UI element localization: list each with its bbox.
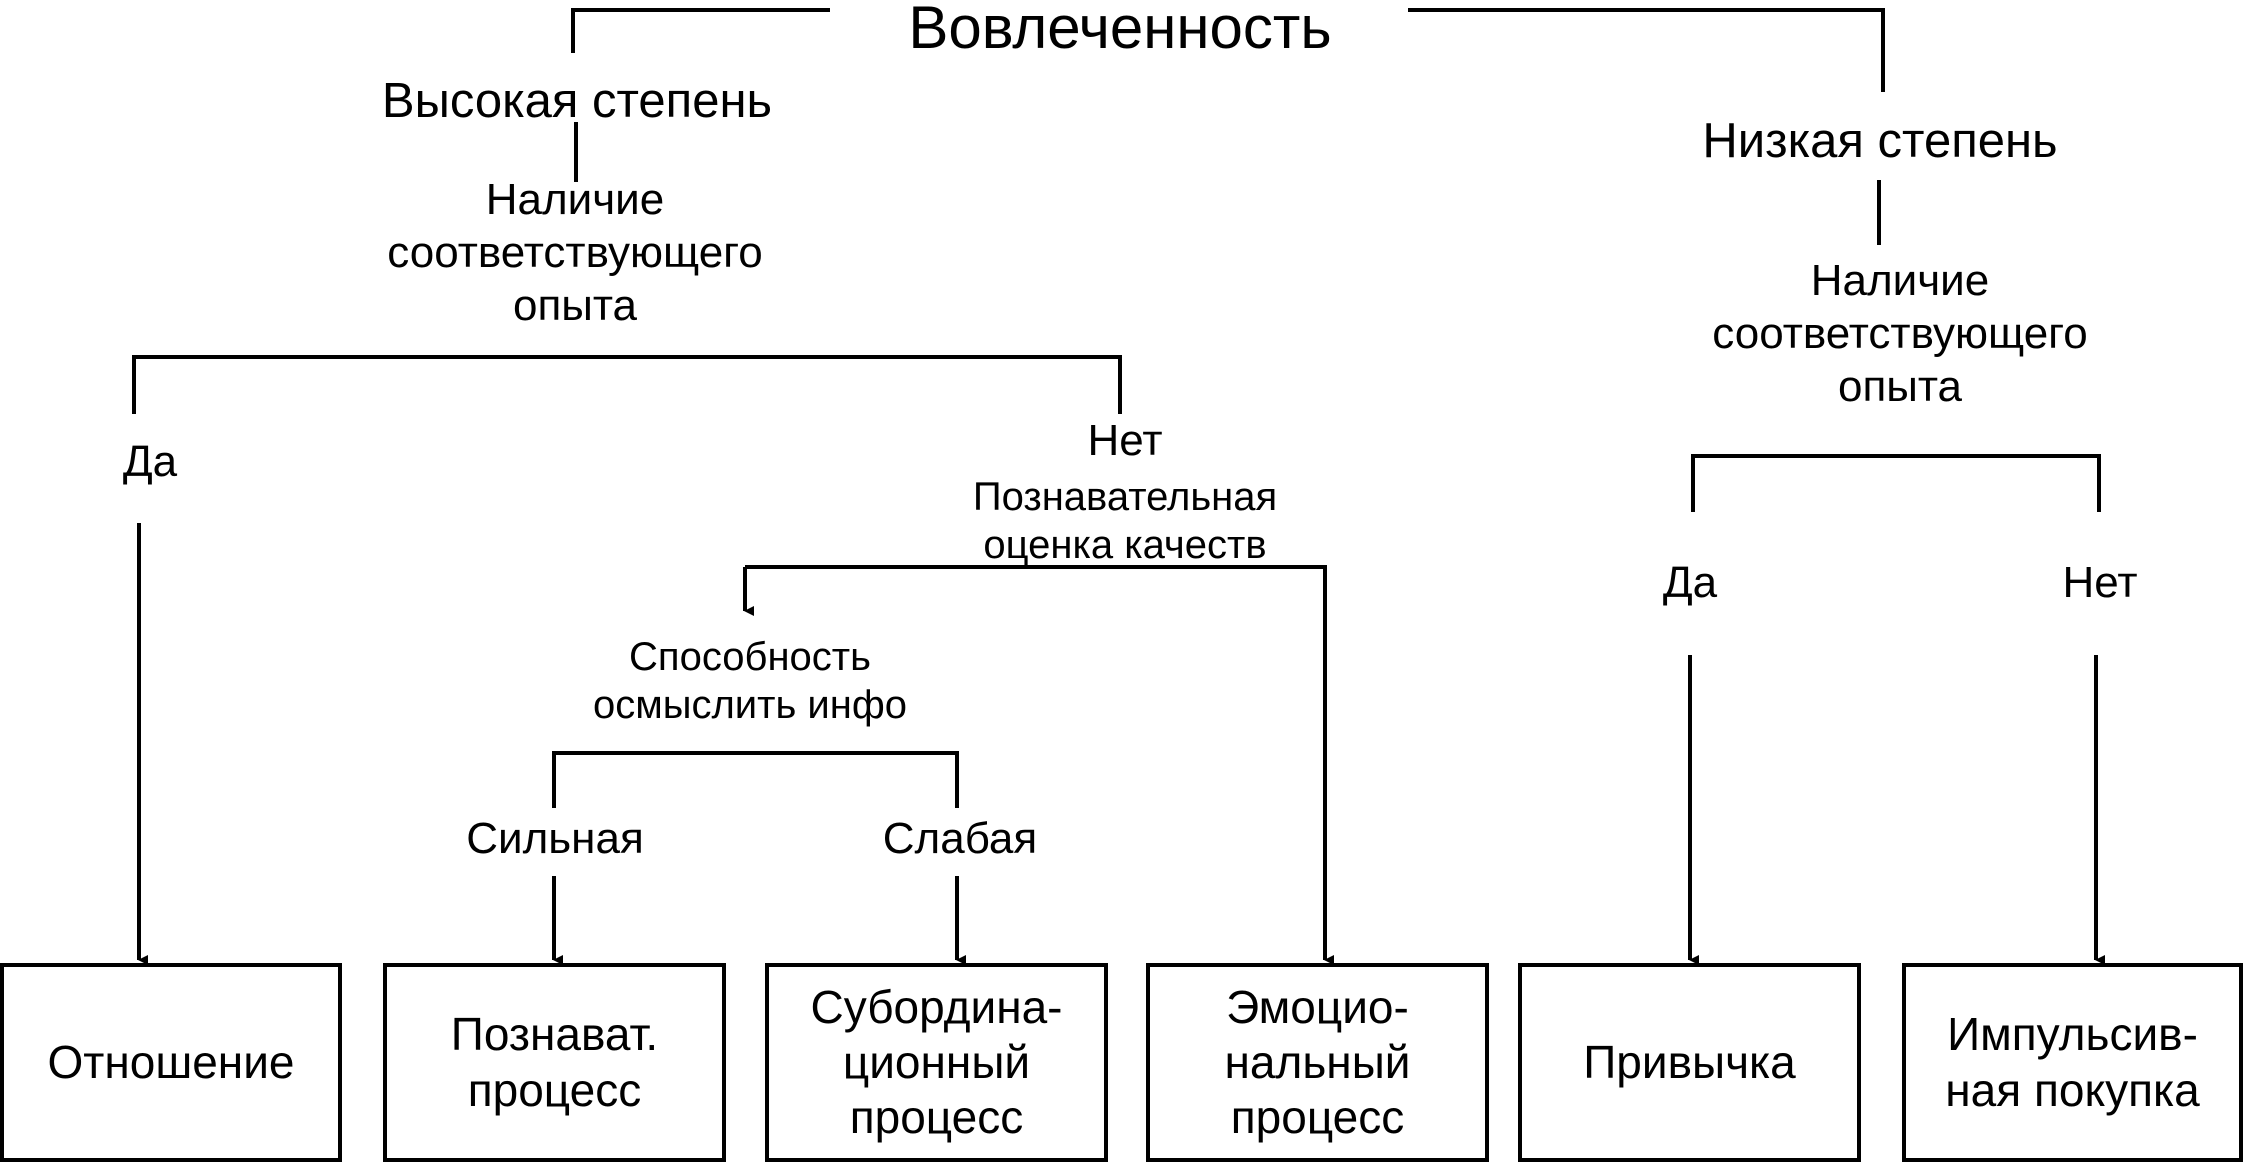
high-experience-label: Наличие соответствующего опыта [387,175,763,330]
root-title: Вовлеченность [908,0,1332,61]
strong-weak-bracket [552,751,959,808]
high-no-label: Нет [1087,416,1163,465]
outcome-habit-box: Привычка [1518,963,1861,1162]
low-no-label: Нет [2062,558,2138,607]
outcome-impulse-purchase-box: Импульсив-ная покупка [1902,963,2243,1162]
low-degree-label: Низкая степень [1702,114,2058,168]
weak-label: Слабая [882,814,1038,863]
low-experience-label: Наличие соответствующего опыта [1712,256,2088,411]
cognitive-evaluation-label: Познавательная оценка качеств [972,475,1278,567]
high-degree-label: Высокая степень [381,74,773,128]
outcome-cognitive-process-box: Познават.процесс [383,963,726,1162]
cognitive-bracket [745,565,1334,965]
strong-label: Сильная [466,814,644,863]
low-yes-no-bracket [1691,454,2101,512]
outcome-attitude-box: Отношение [0,963,342,1162]
low-yes-label: Да [1662,558,1718,607]
high-yes-no-bracket [132,355,1122,414]
high-yes-label: Да [122,437,178,486]
root-right-connector [1408,8,1885,92]
root-left-connector [571,8,830,53]
ability-label: Способность осмыслить инфо [592,635,908,727]
